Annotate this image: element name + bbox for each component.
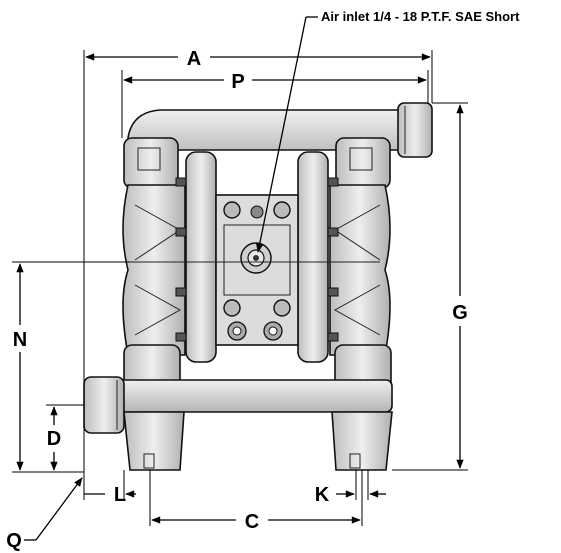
- dimension-label-k: K: [315, 484, 330, 506]
- dimension-g: G: [392, 102, 468, 471]
- dimension-label-a: A: [187, 48, 201, 70]
- dimension-label-c: C: [245, 511, 259, 533]
- dimension-label-g: G: [452, 302, 468, 324]
- dimension-k: K: [315, 470, 386, 506]
- pump-illustration: [83, 102, 433, 471]
- dimension-p: P: [121, 70, 429, 138]
- dimension-q: Q: [6, 477, 83, 552]
- dimension-label-p: P: [231, 71, 244, 93]
- dimension-label-n: N: [13, 329, 27, 351]
- dimension-c: C: [149, 470, 363, 533]
- dimension-label-d: D: [47, 428, 61, 450]
- dimension-label-l: L: [114, 484, 126, 506]
- air-inlet-callout: Air inlet 1/4 - 18 P.T.F. SAE Short: [256, 9, 520, 253]
- dimension-label-q: Q: [6, 530, 22, 552]
- dimension-l: L: [84, 470, 136, 506]
- dimension-n: N: [12, 261, 130, 473]
- dimension-d: D: [46, 404, 84, 471]
- air-inlet-label: Air inlet 1/4 - 18 P.T.F. SAE Short: [321, 9, 520, 24]
- dimension-a: A: [83, 48, 433, 500]
